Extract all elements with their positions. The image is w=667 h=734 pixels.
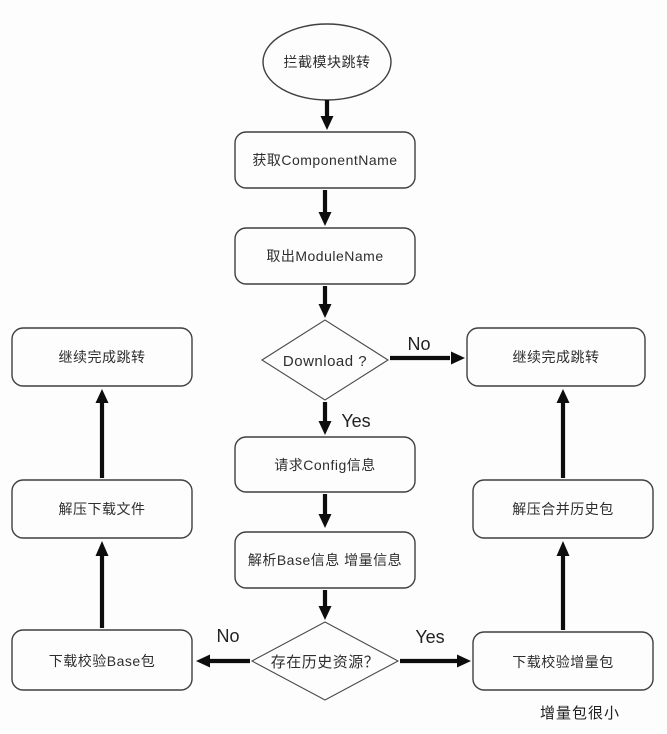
arrow-start-to-component (320, 100, 334, 130)
arrow-config-to-parse (318, 494, 332, 528)
node-get-module-name (234, 227, 416, 285)
annotation-delta-small: 增量包很小 (540, 705, 620, 722)
node-request-config (234, 436, 416, 493)
arrow-module-to-download (318, 286, 332, 318)
edge-label-history-no: No (216, 626, 239, 646)
download-verify-base-label: 下载校验Base包 (49, 653, 155, 669)
node-continue-jump-right (466, 327, 646, 387)
get-component-name-label: 获取ComponentName (252, 152, 397, 168)
edge-label-download-no: No (407, 334, 430, 354)
arrow-base-to-unzip (95, 541, 109, 628)
edge-label-history-yes: Yes (415, 627, 444, 647)
unzip-download-file-label: 解压下载文件 (59, 501, 146, 517)
edge-label-download-yes: Yes (341, 411, 370, 431)
arrow-component-to-module (318, 190, 332, 226)
unzip-merge-history-label: 解压合并历史包 (512, 501, 614, 517)
node-download-verify-delta (472, 631, 654, 691)
node-parse-base-delta (234, 531, 416, 589)
decision-download-diamond (260, 319, 390, 401)
arrow-download-no (390, 351, 465, 365)
node-unzip-download-file (11, 479, 193, 539)
continue-jump-left-label: 继续完成跳转 (59, 349, 146, 365)
arrow-history-no (196, 654, 250, 668)
decision-history-diamond (250, 621, 400, 701)
decision-download-label: Download ? (283, 353, 367, 370)
start-label: 拦截模块跳转 (284, 54, 371, 70)
node-unzip-merge-history (472, 479, 654, 539)
continue-jump-right-label: 继续完成跳转 (513, 349, 600, 365)
arrow-unzip-to-continue-left (95, 389, 109, 478)
node-get-component-name (234, 131, 416, 189)
arrow-merge-to-continue-right (556, 389, 570, 478)
node-download-verify-base (11, 629, 193, 691)
request-config-label: 请求Config信息 (274, 457, 375, 473)
arrow-delta-to-merge (556, 541, 570, 630)
arrow-parse-to-history (318, 590, 332, 620)
download-verify-delta-label: 下载校验增量包 (512, 654, 614, 670)
arrow-download-yes (318, 402, 332, 435)
decision-history-label: 存在历史资源？ (271, 654, 380, 671)
parse-base-delta-label: 解析Base信息 增量信息 (248, 552, 402, 568)
get-module-name-label: 取出ModuleName (266, 248, 383, 264)
arrow-history-yes (400, 654, 471, 668)
node-continue-jump-left (11, 327, 193, 387)
